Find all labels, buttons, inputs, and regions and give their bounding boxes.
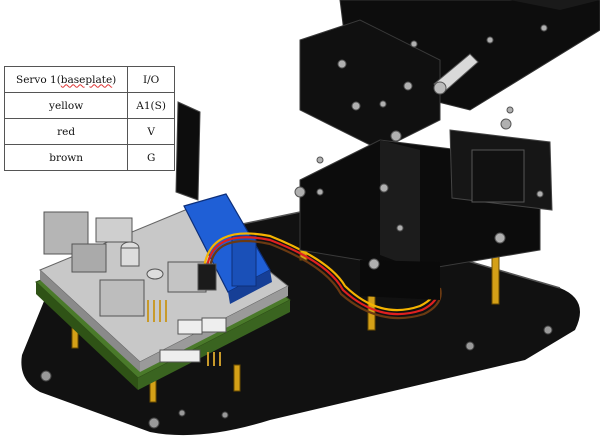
servo-plug [197,263,217,291]
servo-horn [433,53,479,95]
header-servo-label: Servo 1( [16,73,61,86]
pin-cell: G [127,144,175,171]
plate-screws [40,325,553,429]
header-servo-close: ) [112,73,117,86]
table-header-row: Servo 1(baseplate) I/O [3,66,175,93]
servo-wire [202,232,442,320]
servo-wiring-table: Servo 1(baseplate) I/O yellow A1(S) red … [3,66,175,171]
wire-color-cell: brown [3,144,129,171]
table-row: red V [3,118,175,145]
header-pins [147,300,221,366]
pin-cell: A1(S) [127,92,175,119]
arm-screws [294,24,548,270]
table-row: yellow A1(S) [3,92,175,119]
table-row: brown G [3,144,175,171]
antenna-card [175,101,201,201]
wire-color-cell: red [3,118,129,145]
pin-cell: V [127,118,175,145]
header-servo-cell: Servo 1(baseplate) [3,66,129,93]
robot-arm-tower [299,0,600,300]
header-servo-baseplate: baseplate [60,73,113,86]
wire-color-cell: yellow [3,92,129,119]
header-io-cell: I/O [127,66,175,93]
